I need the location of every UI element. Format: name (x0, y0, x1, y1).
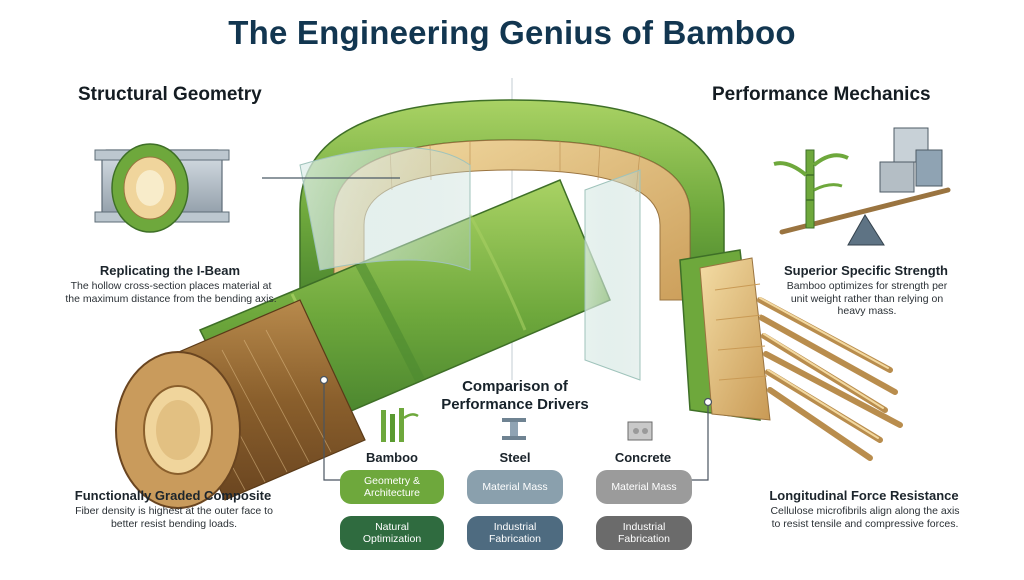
structural-geometry-heading: Structural Geometry (78, 84, 262, 105)
performance-mechanics-heading: Performance Mechanics (712, 84, 931, 105)
specific-strength-heading: Superior Specific Strength (784, 263, 948, 278)
column-label-steel: Steel (499, 450, 531, 465)
fiber-bundle (679, 249, 903, 461)
longitudinal-text: Cellulose microfibrils align along the a… (770, 505, 960, 530)
i-beam-cross-section-icon (94, 143, 400, 233)
column-label-bamboo: Bamboo (366, 450, 418, 465)
longitudinal-heading: Longitudinal Force Resistance (769, 488, 959, 503)
column-label-concrete: Concrete (614, 450, 672, 465)
ibeam-text: The hollow cross-section places material… (65, 280, 277, 305)
steel-driver-pill: Material Mass (467, 470, 563, 504)
concrete-production-pill: Industrial Fabrication (596, 516, 692, 550)
bamboo-driver-pill: Geometry & Architecture (340, 470, 444, 504)
connector-lines (319, 375, 713, 481)
steel-production-pill: Industrial Fabrication (467, 516, 563, 550)
strength-to-weight-seesaw-icon (773, 127, 951, 246)
concrete-block-icon (627, 421, 653, 441)
steel-beam-icon (502, 418, 526, 440)
fiber-cylinder (115, 299, 366, 509)
page-title: The Engineering Genius of Bamboo (228, 14, 796, 51)
specific-strength-text: Bamboo optimizes for strength per unit w… (786, 280, 948, 317)
comparison-title: Comparison of Performance Drivers (441, 378, 589, 413)
bamboo-icon (381, 408, 419, 442)
graded-composite-text: Fiber density is highest at the outer fa… (75, 505, 273, 530)
concrete-driver-pill: Material Mass (596, 470, 692, 504)
bamboo-production-pill: Natural Optimization (340, 516, 444, 550)
ibeam-heading: Replicating the I-Beam (99, 263, 241, 278)
graded-composite-heading: Functionally Graded Composite (74, 488, 272, 503)
